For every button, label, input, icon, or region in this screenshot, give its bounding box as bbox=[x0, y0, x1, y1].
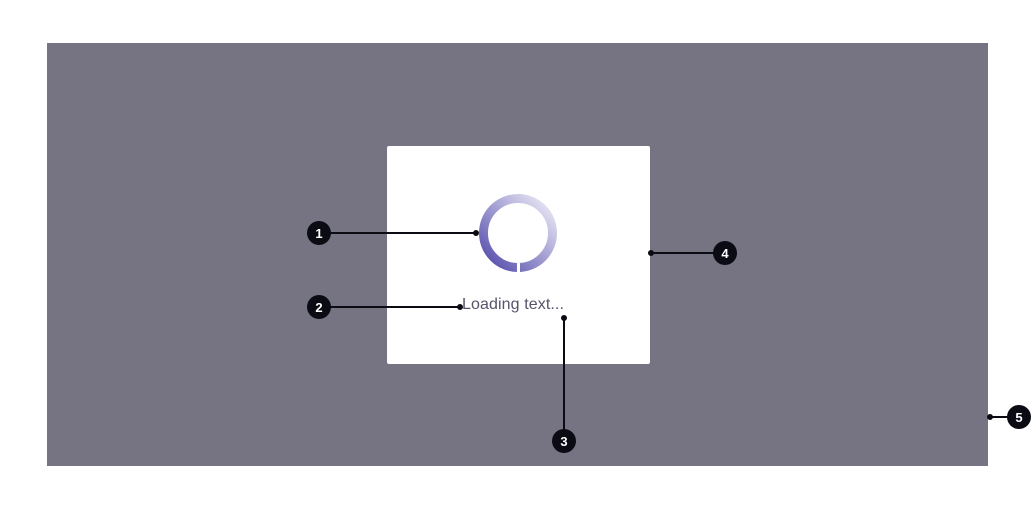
callout-badge-2: 2 bbox=[307, 295, 331, 319]
loader-card bbox=[387, 146, 650, 364]
callout-badge-3: 3 bbox=[552, 429, 576, 453]
callout-badge-1: 1 bbox=[307, 221, 331, 245]
spinner-icon bbox=[479, 194, 557, 273]
callout-badge-4: 4 bbox=[713, 241, 737, 265]
loading-text: Loading text... bbox=[462, 296, 565, 313]
callout-badge-5: 5 bbox=[1007, 405, 1031, 429]
